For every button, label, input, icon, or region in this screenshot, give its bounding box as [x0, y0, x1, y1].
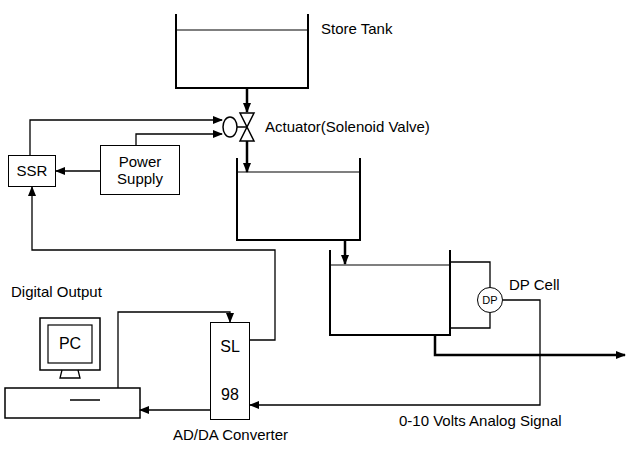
signal-connector	[250, 300, 540, 405]
outflow-pipe	[435, 335, 625, 355]
relay-box: SSR	[8, 155, 56, 187]
computer-base	[5, 388, 140, 418]
tank	[237, 158, 360, 240]
signal-connector	[56, 170, 100, 171]
signal-label: 0-10 Volts Analog Signal	[398, 412, 563, 429]
pipe	[246, 88, 249, 112]
power-supply-box: Power Supply	[100, 145, 180, 195]
pipe	[246, 141, 249, 172]
dp-cell-circle: DP	[477, 287, 503, 313]
signal-label: Digital Output	[10, 283, 103, 300]
valve-label: Actuator(Solenoid Valve)	[264, 118, 431, 135]
valve-coil	[223, 117, 237, 137]
sensor-label: DP Cell	[508, 276, 561, 293]
node-text: 98	[221, 386, 239, 404]
node-text: Power Supply	[101, 153, 179, 188]
tank-label: Store Tank	[320, 20, 393, 37]
node-text: DP	[482, 294, 497, 307]
signal-connector	[32, 187, 275, 340]
store-tank	[176, 14, 308, 88]
device-label: AD/DA Converter	[172, 426, 289, 443]
pressure-tap	[450, 313, 490, 328]
pressure-tap	[450, 262, 490, 287]
signal-connector	[140, 409, 210, 410]
converter-box: SL 98	[210, 322, 250, 420]
node-text: SSR	[17, 162, 48, 179]
monitor	[40, 318, 100, 370]
wire	[136, 134, 222, 145]
node-text: PC	[48, 325, 92, 363]
monitor-screen	[48, 325, 92, 363]
computer: PC	[5, 318, 140, 418]
tank	[330, 250, 450, 335]
pipe	[344, 240, 347, 264]
node-text: SL	[220, 338, 240, 356]
